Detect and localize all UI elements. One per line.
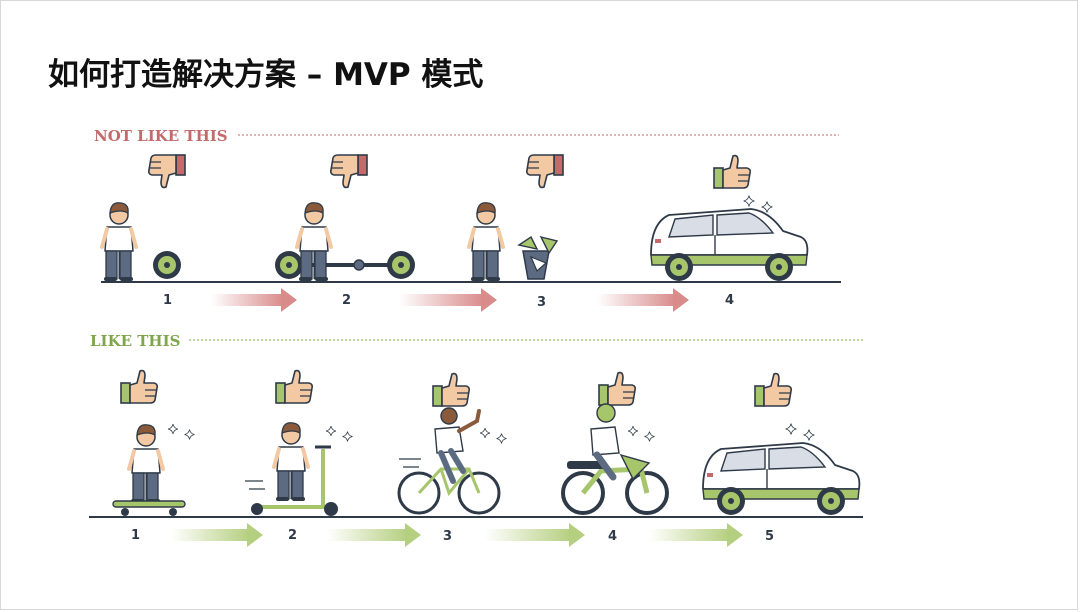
sparkle-icon (479, 427, 507, 444)
thumbs-up-icon (598, 371, 637, 406)
like-step-2-illustration (245, 369, 353, 516)
arrow-icon (399, 288, 497, 312)
thumbs-up-icon (713, 154, 752, 189)
not-like-this-label: NOT LIKE THIS (94, 127, 228, 145)
step-number: 4 (725, 293, 734, 308)
step-number: 5 (765, 529, 774, 544)
sparkle-icon (785, 423, 815, 441)
slide-title: 如何打造解决方案 – MVP 模式 (48, 57, 484, 93)
arrow-icon (171, 523, 263, 547)
sparkle-icon (167, 423, 195, 440)
not-step-1-illustration (100, 154, 186, 283)
arrow-icon (327, 523, 421, 547)
step-number: 1 (163, 293, 172, 308)
arrow-icon (211, 288, 297, 312)
like-step-3-illustration (397, 372, 507, 515)
thumbs-down-icon (148, 154, 186, 189)
step-number: 1 (131, 528, 140, 543)
step-number: 2 (342, 293, 351, 308)
not-like-this-steps: 1 2 3 4 (163, 288, 734, 312)
arrow-icon (597, 288, 689, 312)
arrow-icon (649, 523, 743, 547)
thumbs-down-icon (329, 154, 368, 189)
thumbs-up-icon (120, 369, 158, 404)
not-step-3-illustration (467, 154, 564, 283)
like-step-5-illustration (703, 372, 859, 515)
like-step-4-illustration (561, 371, 669, 515)
step-number: 4 (608, 529, 617, 544)
thumbs-up-icon (432, 372, 471, 407)
sparkle-icon (627, 425, 655, 442)
like-this-label: LIKE THIS (90, 332, 180, 350)
thumbs-up-icon (275, 369, 314, 404)
sparkle-icon (325, 425, 353, 442)
thumbs-down-icon (525, 154, 564, 189)
not-step-2-illustration (275, 154, 415, 283)
arrow-icon (485, 523, 585, 547)
not-step-4-illustration (651, 154, 807, 281)
step-number: 2 (288, 528, 297, 543)
step-number: 3 (537, 295, 546, 310)
step-number: 3 (443, 529, 452, 544)
thumbs-up-icon (754, 372, 793, 407)
like-this-steps: 1 2 3 4 5 (131, 523, 774, 547)
like-step-1-illustration (112, 369, 195, 516)
